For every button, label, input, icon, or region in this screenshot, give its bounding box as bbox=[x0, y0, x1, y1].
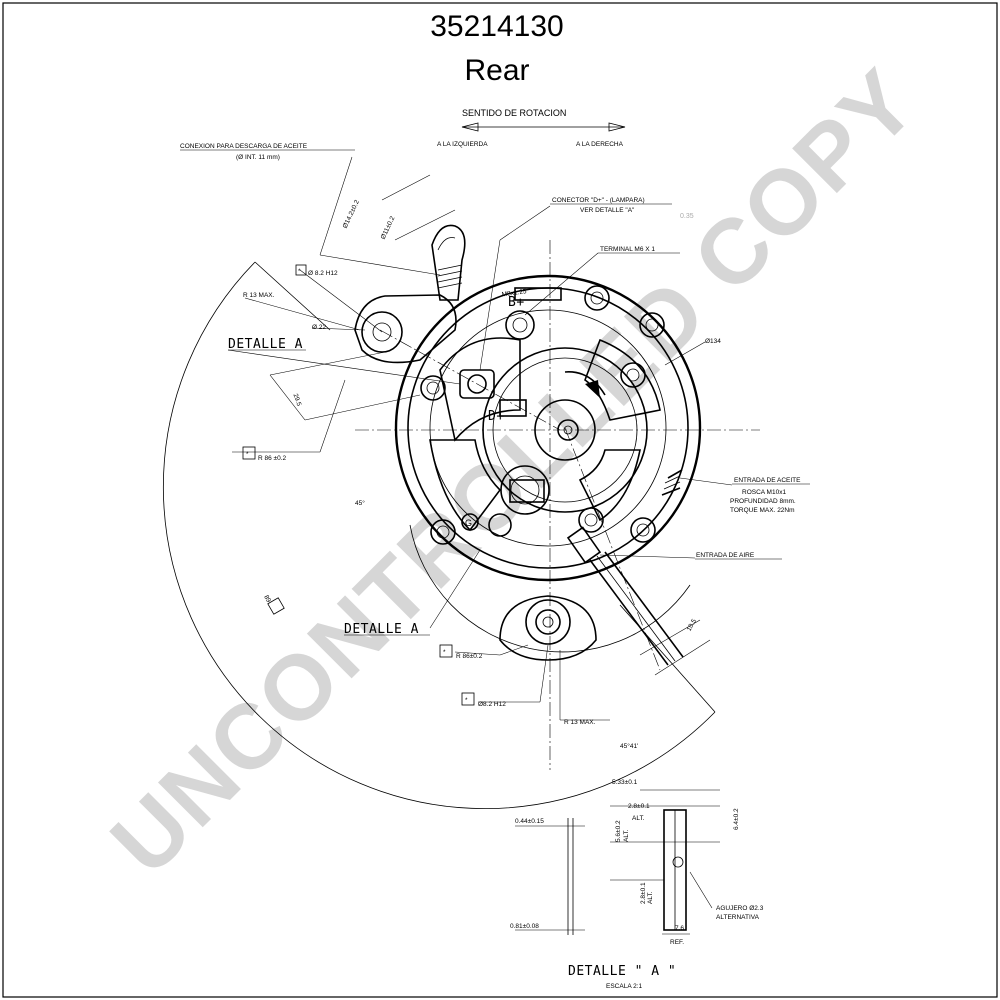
terminal-label: TERMINAL M6 X 1 bbox=[600, 246, 655, 253]
top-mounting-ear bbox=[354, 294, 457, 364]
detail-d-044: 0.44±0.15 bbox=[515, 818, 544, 825]
r86-left-label: R 86 ±0.2 bbox=[258, 455, 287, 462]
dim-89-label: 89 bbox=[262, 594, 272, 604]
detail-alt-1: ALT. bbox=[632, 815, 645, 822]
r86-bottom-label: R 86±0.2 bbox=[456, 653, 483, 660]
leader-lines bbox=[227, 156, 733, 721]
detail-ref: REF. bbox=[670, 939, 684, 946]
d142-label: Ø14.2±0.2 bbox=[342, 199, 361, 230]
detail-d-28: 2.8±0.1 bbox=[628, 803, 650, 810]
detalle-a-top-label: DETALLE A bbox=[228, 337, 303, 352]
uncontrolled-copy-watermark: UNCONTROLLED COPY bbox=[92, 50, 936, 894]
part-number-title: 35214130 bbox=[430, 10, 563, 43]
shaft-center bbox=[557, 419, 579, 441]
oil-discharge-fitting bbox=[431, 224, 466, 301]
d82-h12-top-label: Ø 8.2 H12 bbox=[308, 270, 338, 277]
view-title: Rear bbox=[464, 54, 529, 87]
detail-hole-1: AGUJERO Ø2.3 bbox=[716, 905, 764, 912]
detail-d-64: 6.4±0.2 bbox=[733, 808, 740, 830]
detalle-a-bottom-label: DETALLE A bbox=[344, 622, 419, 637]
b-plus-label: B+ bbox=[508, 295, 525, 310]
oil-discharge-label-2: (Ø INT. 11 mm) bbox=[236, 154, 280, 161]
svg-text:*: * bbox=[443, 649, 446, 656]
housing-outline bbox=[394, 274, 702, 582]
connector-label-1: CONECTOR "D+" - (LAMPARA) bbox=[552, 197, 645, 204]
rotation-indicator: SENTIDO DE ROTACION A LA IZQUIERDA A LA … bbox=[437, 108, 626, 148]
dim-295-label: 29.5 bbox=[291, 393, 302, 408]
detail-d-76: 7.6 bbox=[675, 925, 684, 932]
d11-label: Ø11±0.2 bbox=[380, 215, 397, 240]
bottom-mounting-ear bbox=[499, 595, 597, 661]
svg-text:*: * bbox=[246, 451, 249, 458]
oil-inlet-label-2: ROSCA M10x1 bbox=[742, 489, 786, 496]
oil-inlet-port bbox=[661, 469, 683, 496]
g-label: G bbox=[465, 518, 472, 528]
d-plus-label: D+ bbox=[488, 409, 505, 424]
detail-title: DETALLE " A " bbox=[568, 964, 676, 979]
b-plus-terminal bbox=[505, 310, 535, 340]
radius-arc-89 bbox=[162, 261, 716, 810]
detail-alt-3: ALT. bbox=[647, 891, 654, 904]
oil-inlet-label-1: ENTRADA DE ACEITE bbox=[734, 477, 801, 484]
detail-d-28v: 2.8±0.1 bbox=[640, 882, 647, 904]
detail-d-56: 5.6±0.2 bbox=[615, 820, 622, 842]
connector-label-2: VER DETALLE "A" bbox=[580, 207, 635, 214]
detail-d-081: 0.81±0.08 bbox=[510, 923, 539, 930]
d82-h12-bottom-label: Ø8.2 H12 bbox=[478, 701, 506, 708]
air-inlet-tube bbox=[566, 526, 684, 666]
detail-d-533: 5.33±0.1 bbox=[612, 779, 638, 786]
rotation-right-label: A LA DERECHA bbox=[576, 141, 624, 148]
angle-4541-label: 45°41' bbox=[620, 742, 638, 750]
air-inlet-label: ENTRADA DE AIRE bbox=[696, 552, 755, 559]
svg-text:*: * bbox=[298, 268, 301, 275]
detail-a-drawing: 0.44±0.15 0.81±0.08 5.33±0.1 2.8±0.1 ALT… bbox=[510, 779, 764, 990]
diameter-134-label: Ø134 bbox=[705, 338, 721, 345]
detail-scale: ESCALA 2:1 bbox=[606, 983, 643, 990]
r13-max-bottom-label: R 13 MAX. bbox=[564, 719, 596, 726]
svg-text:*: * bbox=[465, 697, 468, 704]
rotation-title: SENTIDO DE ROTACION bbox=[462, 108, 566, 118]
detail-hole-2: ALTERNATIVA bbox=[716, 914, 760, 921]
d22-label: Ø 22 bbox=[312, 324, 326, 331]
oil-discharge-label-1: CONEXION PARA DESCARGA DE ACEITE bbox=[180, 143, 308, 150]
oil-inlet-label-4: TORQUE MAX. 22Nm bbox=[730, 507, 795, 514]
angle-45-label: 45° bbox=[355, 499, 365, 507]
grey-note: 0.35 bbox=[680, 213, 694, 220]
oil-inlet-label-3: PROFUNDIDAD 8mm. bbox=[730, 498, 796, 505]
dim-105-label: 10.5 bbox=[686, 618, 699, 633]
thread-label: M8x1.25 bbox=[501, 288, 527, 298]
rotation-left-label: A LA IZQUIERDA bbox=[437, 141, 488, 148]
detail-alt-2: ALT. bbox=[623, 829, 630, 842]
r13-max-top-label: R 13 MAX. bbox=[243, 292, 275, 299]
alternator-rear-view: B+ D+ G bbox=[354, 224, 702, 666]
